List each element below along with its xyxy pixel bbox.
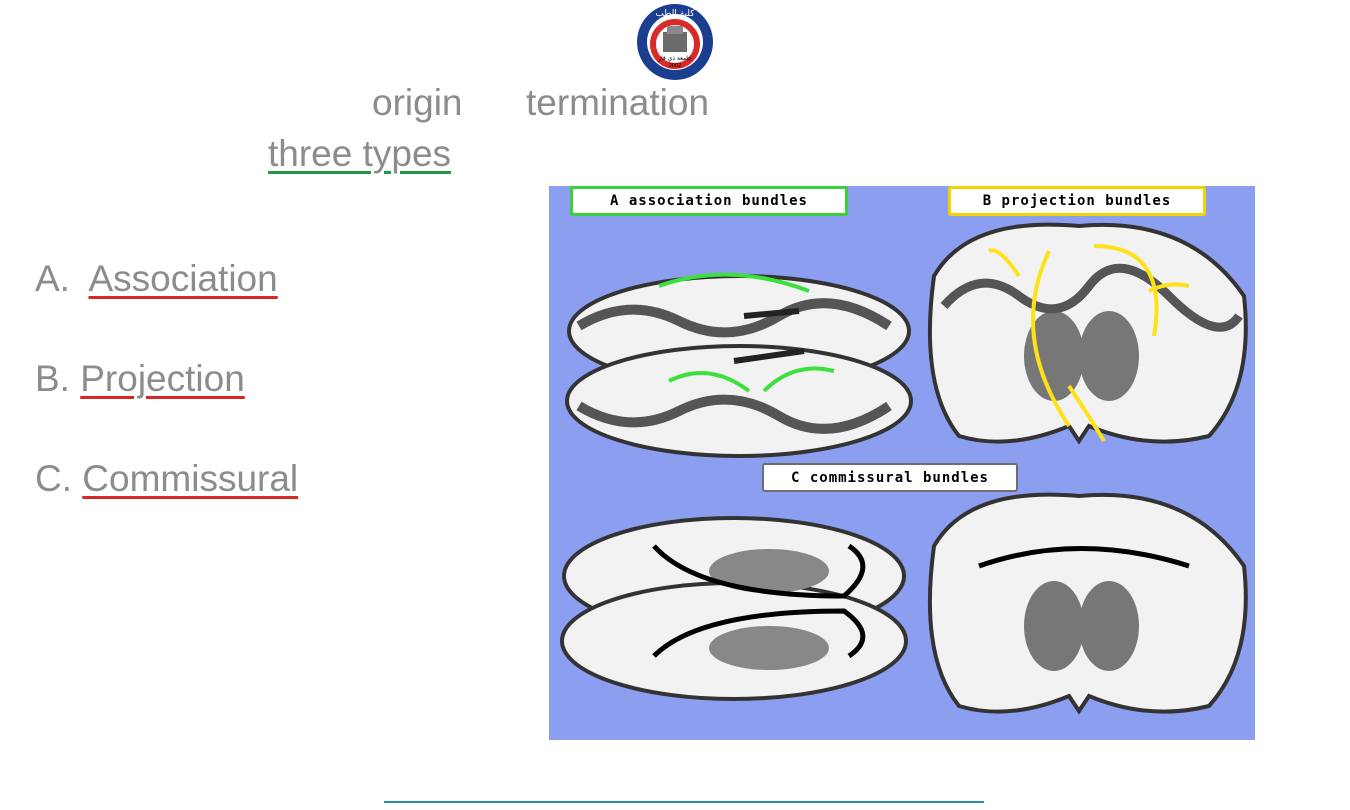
axial-brain-a [565,274,913,458]
college-logo: كلية الطب جامعة ذي قار 2002 [620,2,730,82]
type-item-association: A. Association [35,258,278,300]
coronal-brain-c [927,492,1248,715]
type-prefix: A. [35,258,70,299]
type-name: Association [88,258,278,299]
type-name: Projection [80,358,245,399]
type-prefix: C. [35,458,72,499]
logo-mid-text: جامعة ذي قار [657,55,692,62]
type-name: Commissural [82,458,299,499]
type-item-projection: B. Projection [35,358,245,400]
termination-text: termination [526,82,710,123]
panel-label-projection: B projection bundles [948,186,1206,216]
association-arrows [658,272,835,393]
bottom-divider [384,801,984,803]
coronal-brain-b [927,222,1248,445]
fiber-bundles-figure: A association bundles B projection bundl… [549,186,1255,740]
logo-year: 2002 [669,63,682,69]
panel-label-commissural: C commissural bundles [762,463,1018,492]
axial-brain-c [560,516,908,701]
type-prefix: B. [35,358,70,399]
panel-label-association: A association bundles [570,186,848,216]
projection-arrows [988,244,1190,443]
type-item-commissural: C. Commissural [35,458,298,500]
origin-text: origin [372,82,463,123]
logo-top-text: كلية الطب [655,9,695,19]
three-types-heading: three types [268,133,452,174]
